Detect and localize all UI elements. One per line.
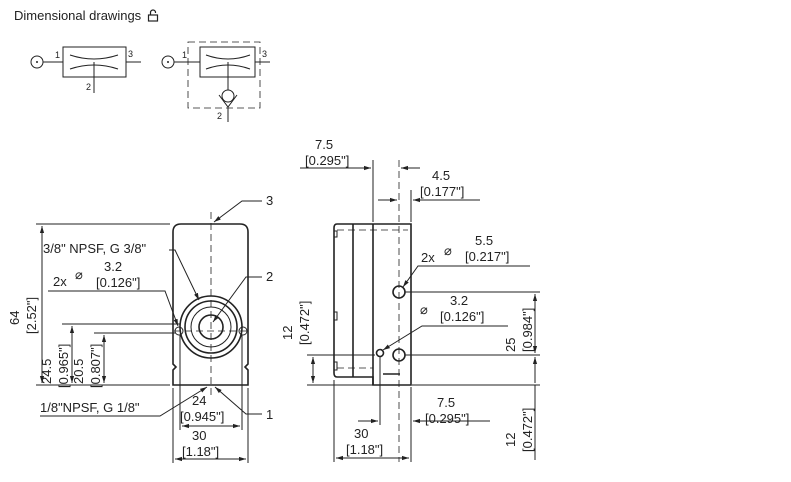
- dim-24-in: [0.945"]: [180, 409, 224, 424]
- unlocked-padlock-icon[interactable]: [147, 9, 159, 22]
- port-1-label: 1: [55, 50, 60, 60]
- port-2-label: 2: [86, 82, 91, 92]
- dim-25-in: [0.984"]: [520, 308, 535, 352]
- dim-20-5: 20.5: [71, 359, 86, 384]
- port-3-label: 3: [128, 49, 133, 59]
- port-2-label: 2: [217, 111, 222, 121]
- dim-12-left: 12: [280, 326, 295, 340]
- dim-30: 30: [192, 428, 206, 443]
- dim-24: 24: [192, 393, 206, 408]
- dim-24-5: 24.5: [39, 359, 54, 384]
- section-title: Dimensional drawings: [14, 8, 159, 23]
- dim-7-5-bottom: 7.5: [437, 395, 455, 410]
- dim-25: 25: [503, 338, 518, 352]
- dim-4-5: 4.5: [432, 168, 450, 183]
- callout-3: 3: [266, 193, 273, 208]
- dim-12-right-in: [0.472"]: [520, 408, 535, 452]
- dim-30-in: [1.18"]: [182, 444, 219, 459]
- dim-7-5-top: 7.5: [315, 137, 333, 152]
- holes-count: 2x: [53, 274, 67, 289]
- pneumatic-symbol-with-check-valve: 1 3 2: [161, 41, 270, 122]
- diameter-symbol: ⌀: [420, 302, 428, 317]
- holes-dia: 3.2: [104, 259, 122, 274]
- hole-dia-in: [0.126"]: [440, 309, 484, 324]
- dim-7-5-bottom-in: [0.295"]: [425, 411, 469, 426]
- dim-30: 30: [354, 426, 368, 441]
- port-1-label: 1: [182, 50, 187, 60]
- holes-dia-in: [0.217"]: [465, 249, 509, 264]
- section-title-text: Dimensional drawings: [14, 8, 142, 23]
- holes-dia-in: [0.126"]: [96, 275, 140, 290]
- callout-1: 1: [266, 407, 273, 422]
- side-view: 7.5 [0.295"] 4.5 [0.177"] 2x ⌀ 5.5 [0.21…: [280, 137, 540, 462]
- height-dim: 64: [7, 311, 22, 325]
- dim-7-5-top-in: [0.295"]: [305, 153, 349, 168]
- pneumatic-symbol-simple: 1 3 2: [30, 46, 141, 93]
- diameter-symbol: ⌀: [444, 243, 452, 258]
- hole-dia: 3.2: [450, 293, 468, 308]
- port-3-label: 3: [262, 49, 267, 59]
- holes-dia: 5.5: [475, 233, 493, 248]
- dim-30-in: [1.18"]: [346, 442, 383, 457]
- holes-count: 2x: [421, 250, 435, 265]
- port-top-thread-label: 3/8" NPSF, G 3/8": [43, 241, 147, 256]
- height-dim-in: [2.52"]: [24, 297, 39, 334]
- port-bottom-thread-label: 1/8"NPSF, G 1/8": [40, 400, 140, 415]
- dim-12-right: 12: [503, 433, 518, 447]
- diameter-symbol: ⌀: [75, 267, 83, 282]
- front-view: 64 [2.52"] 24.5 [0.965"] 20.5 [0.807"] 3…: [7, 193, 273, 463]
- dim-20-5-in: [0.807"]: [88, 344, 103, 388]
- callout-2: 2: [266, 269, 273, 284]
- dim-24-5-in: [0.965"]: [56, 344, 71, 388]
- dim-12-left-in: [0.472"]: [297, 301, 312, 345]
- dim-4-5-in: [0.177"]: [420, 184, 464, 199]
